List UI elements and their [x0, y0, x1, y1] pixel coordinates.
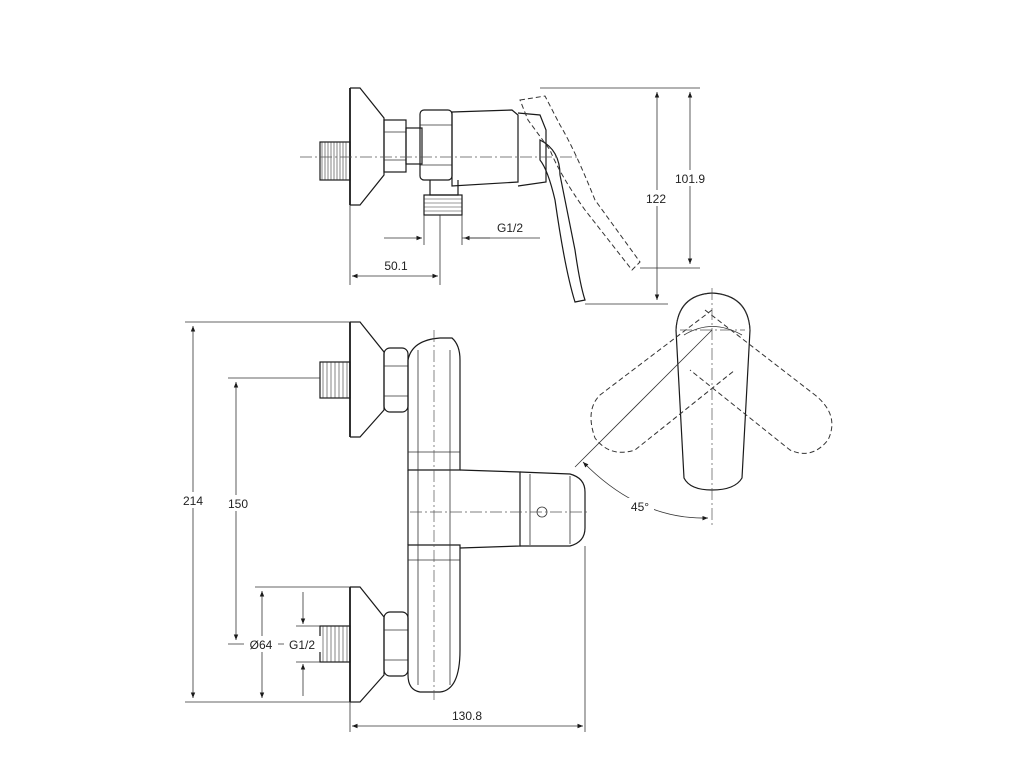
handle-rotation-view: 45° — [574, 288, 833, 525]
dim-130-8: 130.8 — [452, 709, 482, 723]
side-view: 122 101.9 G1/2 50.1 — [300, 87, 712, 305]
dim-101-9: 101.9 — [675, 172, 705, 186]
dim-150: 150 — [228, 497, 248, 511]
dim-122: 122 — [646, 192, 666, 206]
dim-diameter-64: Ø64 — [250, 638, 273, 652]
front-view: 214 150 Ø64 G1/2 130.8 — [181, 321, 590, 732]
dim-front-thread: G1/2 — [289, 638, 315, 652]
dim-50-1: 50.1 — [384, 259, 408, 273]
dim-214: 214 — [183, 494, 203, 508]
dim-top-thread: G1/2 — [497, 221, 523, 235]
dim-angle-45: 45° — [631, 500, 649, 514]
